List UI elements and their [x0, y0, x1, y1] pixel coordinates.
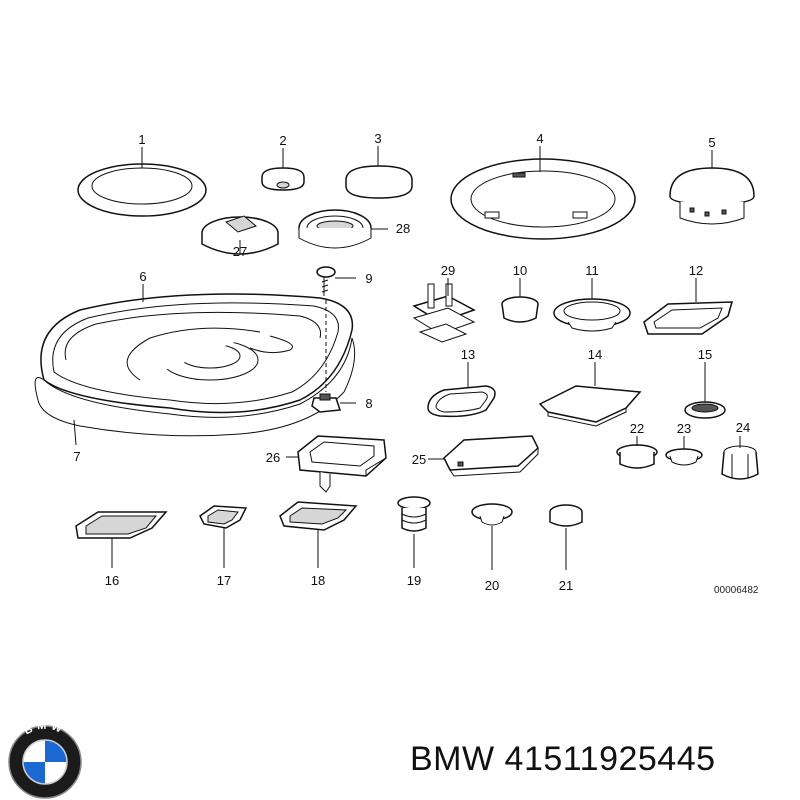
part-4: 4: [450, 131, 636, 240]
label-29: 29: [441, 263, 455, 278]
label-26: 26: [266, 450, 280, 465]
label-21: 21: [559, 578, 573, 593]
part-6-tray: 6: [40, 269, 354, 414]
part-23: 23: [665, 421, 703, 466]
label-2: 2: [279, 133, 286, 148]
part-18: 18: [279, 501, 358, 588]
label-10: 10: [513, 263, 527, 278]
bmw-logo: BMW: [8, 720, 82, 799]
part-number-caption: BMW 41511925445: [410, 740, 716, 779]
label-15: 15: [698, 347, 712, 362]
label-18: 18: [311, 573, 325, 588]
part-11: 11: [553, 263, 631, 332]
label-7: 7: [73, 449, 80, 464]
label-4: 4: [536, 131, 543, 146]
part-27: 27: [201, 215, 279, 259]
label-28: 28: [396, 221, 410, 236]
brand-name: BMW: [410, 740, 495, 778]
part-22: 22: [616, 421, 658, 469]
label-6: 6: [139, 269, 146, 284]
part-15: 15: [684, 347, 726, 419]
part-13: 13: [427, 347, 496, 418]
part-12: 12: [643, 263, 734, 335]
part-16: 16: [75, 511, 168, 588]
part-1: 1: [77, 132, 207, 217]
part-9: 9: [316, 266, 373, 392]
part-26: 26: [266, 435, 387, 493]
part-28: 28: [298, 209, 410, 249]
part-17: 17: [199, 505, 248, 588]
label-24: 24: [736, 420, 750, 435]
label-8: 8: [365, 396, 372, 411]
part-5: 5: [669, 135, 755, 225]
part-14: 14: [538, 347, 642, 427]
part-7-seal: 7: [34, 337, 356, 464]
label-5: 5: [708, 135, 715, 150]
label-13: 13: [461, 347, 475, 362]
label-11: 11: [585, 263, 599, 278]
part-20: 20: [471, 503, 513, 593]
part-number: 41511925445: [504, 740, 716, 778]
label-23: 23: [677, 421, 691, 436]
label-16: 16: [105, 573, 119, 588]
label-22: 22: [630, 421, 644, 436]
part-29: 29: [412, 263, 476, 343]
part-8: 8: [311, 393, 373, 413]
label-27: 27: [233, 244, 247, 259]
logo-letters: BMW: [22, 720, 67, 737]
reference-code: 00006482: [714, 585, 759, 596]
part-21: 21: [549, 504, 583, 593]
label-19: 19: [407, 573, 421, 588]
part-2: 2: [261, 133, 305, 191]
label-14: 14: [588, 347, 602, 362]
part-3: 3: [345, 131, 413, 199]
part-24: 24: [721, 420, 759, 480]
label-3: 3: [374, 131, 381, 146]
label-1: 1: [138, 132, 145, 147]
part-10: 10: [501, 263, 539, 323]
label-9: 9: [365, 271, 372, 286]
label-12: 12: [689, 263, 703, 278]
label-25: 25: [412, 452, 426, 467]
part-19: 19: [397, 496, 431, 588]
label-20: 20: [485, 578, 499, 593]
label-17: 17: [217, 573, 231, 588]
part-25: 25: [412, 435, 539, 477]
